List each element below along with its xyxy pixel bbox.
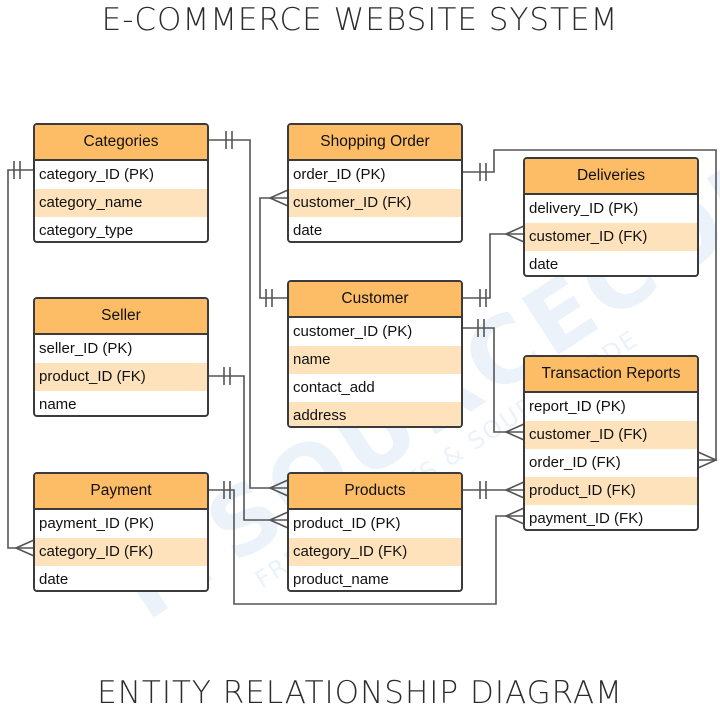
entity-field: product_ID (PK) (293, 515, 401, 532)
rel-customer-deliveries (462, 233, 524, 299)
rel-seller-products (208, 375, 288, 521)
entity-payment: Payment payment_ID (PK) category_ID (FK)… (33, 472, 209, 592)
entity-deliveries: Deliveries delivery_ID (PK) customer_ID … (523, 157, 699, 277)
entity-field: customer_ID (FK) (525, 223, 697, 251)
rel-customer-transactions (462, 327, 524, 433)
entity-field: delivery_ID (PK) (529, 200, 639, 217)
entity-field: payment_ID (PK) (39, 515, 155, 532)
entity-field: customer_ID (FK) (289, 189, 461, 217)
entity-field: customer_ID (PK) (293, 323, 413, 340)
diagram-subtitle: ENTITY RELATIONSHIP DIAGRAM (97, 675, 623, 711)
entity-categories: Categories category_ID (PK) category_nam… (33, 123, 209, 243)
entity-transaction-reports: Transaction Reports report_ID (PK) custo… (523, 355, 699, 531)
entity-header: Products (289, 474, 461, 510)
diagram-title: E-COMMERCE WEBSITE SYSTEM (101, 2, 619, 38)
entity-field: payment_ID (FK) (529, 510, 644, 527)
rel-customer-order (259, 197, 288, 299)
entity-field: product_ID (FK) (35, 363, 207, 391)
entity-header: Shopping Order (289, 125, 461, 161)
rel-categories-payment (7, 169, 34, 549)
entity-products: Products product_ID (PK) category_ID (FK… (287, 472, 463, 592)
entity-field: category_type (39, 222, 134, 239)
entity-field: report_ID (PK) (529, 398, 626, 415)
entity-header: Seller (35, 299, 207, 335)
entity-field: date (39, 571, 69, 588)
entity-header: Payment (35, 474, 207, 510)
entity-field: date (529, 256, 559, 273)
entity-field: contact_add (293, 379, 375, 396)
entity-field: category_name (35, 189, 207, 217)
entity-field: date (293, 222, 323, 239)
entity-header: Transaction Reports (525, 357, 697, 393)
entity-header: Deliveries (525, 159, 697, 195)
rel-categories-products (208, 139, 288, 489)
entity-field: name (289, 346, 461, 374)
entity-field: address (289, 402, 461, 426)
entity-seller: Seller seller_ID (PK) product_ID (FK) na… (33, 297, 209, 417)
entity-field: category_ID (FK) (289, 538, 461, 566)
entity-field: product_name (293, 571, 389, 588)
entity-field: category_ID (PK) (39, 166, 155, 183)
entity-field: name (39, 396, 77, 413)
entity-field: order_ID (PK) (293, 166, 386, 183)
entity-field: order_ID (FK) (529, 454, 621, 471)
entity-header: Customer (289, 282, 461, 318)
entity-field: category_ID (FK) (35, 538, 207, 566)
entity-header: Categories (35, 125, 207, 161)
entity-field: seller_ID (PK) (39, 340, 133, 357)
entity-shopping-order: Shopping Order order_ID (PK) customer_ID… (287, 123, 463, 243)
entity-customer: Customer customer_ID (PK) name contact_a… (287, 280, 463, 428)
entity-field: product_ID (FK) (525, 477, 697, 505)
entity-field: customer_ID (FK) (525, 421, 697, 449)
